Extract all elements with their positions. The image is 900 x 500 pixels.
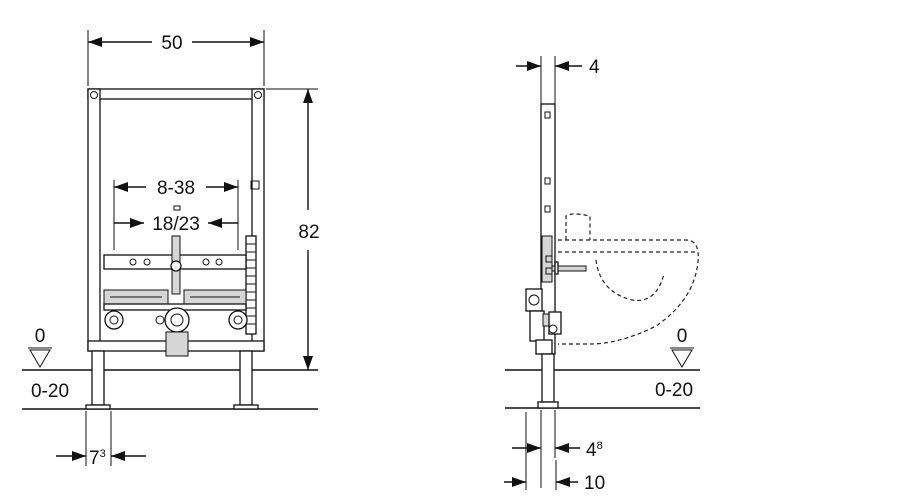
side-view: 4 0 0-20 48 10 <box>504 56 700 494</box>
dim-total-depth: 10 <box>504 412 605 494</box>
floor-level-marker-side: 0 0-20 <box>655 326 694 401</box>
foot-offset-label: 73 <box>89 448 106 469</box>
floor-range-label-front: 0-20 <box>31 381 69 402</box>
floor-level-label-side: 0 <box>677 326 688 347</box>
dim-fixing-spacing: 18/23 <box>113 214 239 250</box>
width-label: 50 <box>161 33 182 54</box>
total-depth-label: 10 <box>584 473 605 494</box>
dim-height: 82 <box>266 88 320 371</box>
floor-level-label-front: 0 <box>35 326 46 347</box>
foot-depth-label: 48 <box>586 440 603 461</box>
cross-brackets <box>103 289 248 357</box>
dim-frame-depth: 4 <box>516 56 600 104</box>
front-view: 50 82 8-38 <box>22 30 320 469</box>
bidet-outline <box>558 213 699 345</box>
dim-foot-offset: 73 <box>56 411 146 469</box>
dim-foot-depth: 48 <box>512 410 603 488</box>
mounting-plate <box>103 205 247 295</box>
frame-side <box>525 103 587 409</box>
connection-spacing-label: 8-38 <box>157 178 195 199</box>
fixing-spacing-label: 18/23 <box>152 214 200 235</box>
height-label: 82 <box>298 222 319 243</box>
floor-level-marker-front: 0 0-20 <box>28 326 69 402</box>
frame-depth-label: 4 <box>589 57 600 78</box>
dim-width: 50 <box>87 30 265 86</box>
floor-range-label-side: 0-20 <box>655 380 693 401</box>
